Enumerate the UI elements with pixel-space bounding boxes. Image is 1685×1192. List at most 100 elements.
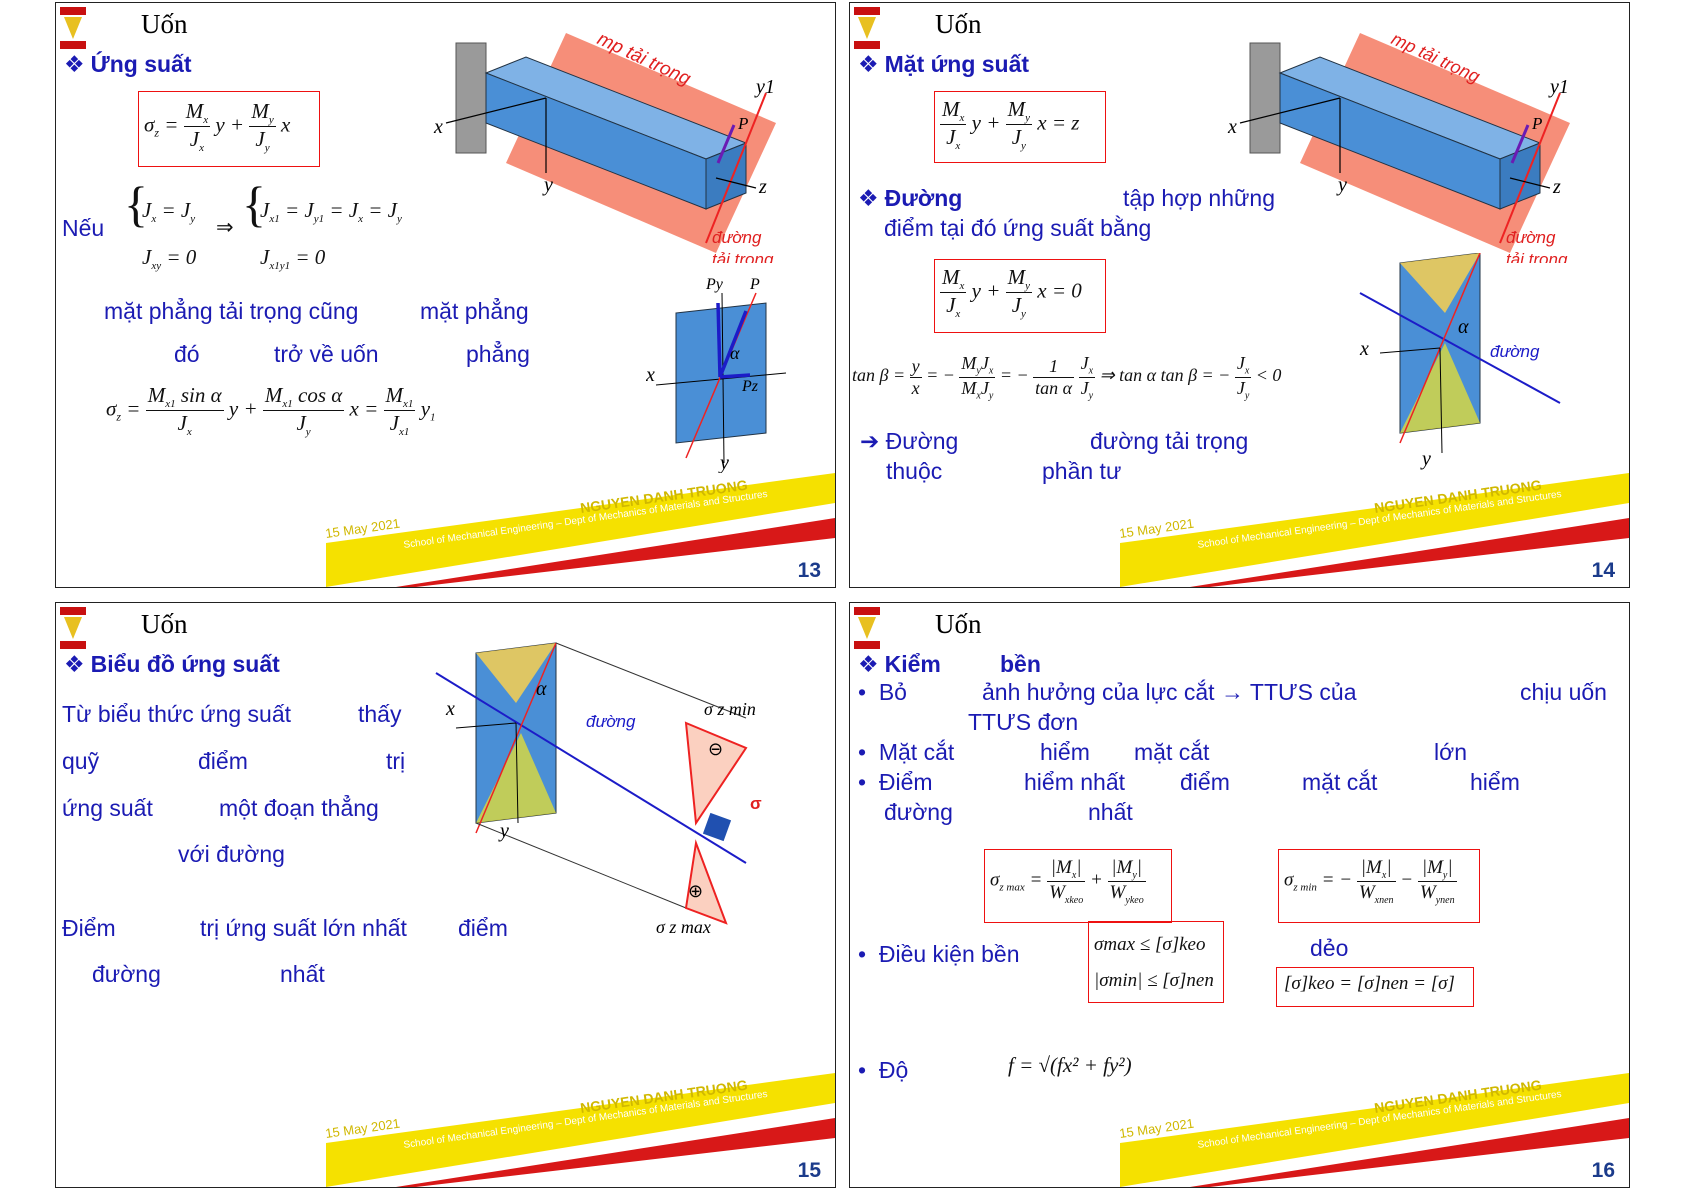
text-line-2c: phẳng bbox=[466, 341, 530, 367]
text-l5a: Điểm bbox=[62, 915, 116, 941]
text-l5b: trị ứng suất lớn nhất bbox=[200, 915, 407, 941]
section-pz-label: Pz bbox=[741, 378, 759, 395]
slide-number: 16 bbox=[1591, 1159, 1615, 1182]
section-heading: ❖Biểu đồ ứng suất bbox=[64, 651, 280, 677]
load-line-label-1: đường bbox=[1506, 228, 1556, 247]
load-line bbox=[705, 92, 767, 244]
sigma-max-formula: σz max = |Mx|Wxkeo + |My|Wykeo bbox=[990, 857, 1146, 906]
text-line-2b: trở về uốn bbox=[274, 341, 379, 367]
force-p-label: P bbox=[1531, 114, 1542, 133]
section-x-label: x bbox=[646, 364, 655, 386]
section-x-label: x bbox=[1359, 338, 1369, 360]
footer-date: 15 May 2021 bbox=[324, 516, 401, 541]
sigma-min-formula: σz min = − |Mx|Wxnen − |My|Wynen bbox=[1284, 857, 1457, 906]
right-arrow-icon: ➔ bbox=[860, 428, 886, 454]
section-p-label: P bbox=[749, 276, 760, 293]
bullet-2d: lớn bbox=[1434, 739, 1467, 765]
university-logo bbox=[852, 5, 882, 51]
bullet-1: • Bỏ bbox=[858, 679, 907, 705]
footer-red-band bbox=[1190, 518, 1629, 587]
implies-arrow: ⇒ bbox=[216, 215, 234, 239]
beam-end bbox=[705, 142, 747, 210]
ductile-label: dẻo bbox=[1310, 935, 1349, 961]
stress-formula-box bbox=[138, 91, 320, 167]
load-line bbox=[1499, 92, 1561, 244]
text-l2a: quỹ bbox=[62, 748, 100, 774]
diamond-bullet-icon: ❖ bbox=[858, 185, 879, 211]
ductile-equality-box bbox=[1276, 967, 1474, 1007]
stress-surface-figure: x y α đường bbox=[1359, 253, 1561, 470]
force-p-label: P bbox=[737, 114, 748, 133]
slide-number: 14 bbox=[1591, 559, 1615, 582]
footer-red-band bbox=[1190, 1118, 1629, 1187]
condition-tension: σmax ≤ [σ]keo bbox=[1094, 934, 1206, 955]
x-axis bbox=[445, 97, 547, 124]
footer-school: School of Mechanical Engineering – Dept … bbox=[403, 489, 768, 551]
footer-yellow-band bbox=[1120, 1073, 1629, 1187]
footer-author: NGUYEN DANH TRUONG bbox=[1373, 477, 1542, 516]
load-line-label-2: tải trọng bbox=[712, 250, 774, 263]
section-heading: ❖Mặt ứng suất bbox=[858, 51, 1030, 77]
condition-result: { Jx1 = Jy1 = Jx = Jy Jx1y1 = 0 bbox=[242, 176, 402, 273]
section-x-axis bbox=[455, 722, 517, 729]
x-axis bbox=[1239, 97, 1341, 124]
sigma-max-box bbox=[984, 849, 1172, 923]
section-y-label: y bbox=[718, 452, 729, 473]
projection-line-bottom bbox=[475, 822, 687, 909]
sigma-label: σ bbox=[750, 794, 762, 813]
section-y-axis bbox=[515, 722, 519, 824]
neutral-formula-box bbox=[934, 259, 1106, 333]
footer-red-band bbox=[396, 518, 835, 587]
plus-sign-icon: ⊕ bbox=[688, 881, 703, 902]
section-heading-2: ❖Đường bbox=[858, 185, 963, 211]
z-axis bbox=[715, 177, 757, 189]
stress-diagram-figure: x y α đường σ z min σ z max σ ⊖ ⊕ bbox=[435, 642, 762, 937]
alpha-label: α bbox=[1458, 316, 1469, 338]
section-alpha-label: α bbox=[730, 343, 740, 363]
slide-title: Uốn bbox=[141, 609, 188, 639]
section-y-label: y bbox=[1420, 448, 1431, 470]
axis-y1-label: y1 bbox=[754, 76, 775, 98]
neutral-line bbox=[435, 672, 747, 864]
bullet-3b: hiểm nhất bbox=[1024, 769, 1126, 795]
text-l6a: đường bbox=[92, 961, 161, 987]
diamond-bullet-icon: ❖ bbox=[858, 51, 879, 77]
text-l6b: nhất bbox=[280, 961, 325, 987]
sigma-max-label: σ z max bbox=[656, 917, 711, 937]
section-heading: ❖Kiểm bbox=[858, 651, 941, 677]
bullet-dieu-kien: • Điều kiện bền bbox=[858, 941, 1020, 967]
section-x-label: x bbox=[445, 698, 455, 720]
axis-x-label: x bbox=[433, 116, 443, 138]
text-l3a: ứng suất bbox=[62, 795, 153, 821]
axis-y-label: y bbox=[1336, 174, 1347, 196]
diamond-bullet-icon: ❖ bbox=[64, 51, 85, 77]
slide-title: Uốn bbox=[141, 9, 188, 39]
bullet-1c: chịu uốn bbox=[1520, 679, 1607, 705]
condition-compression: |σmin| ≤ [σ]nen bbox=[1094, 970, 1214, 991]
bullet-2b: hiểm bbox=[1040, 739, 1090, 765]
university-logo bbox=[58, 605, 88, 651]
text-line-1: tập hợp những bbox=[1123, 185, 1275, 211]
text-line-2: điểm tại đó ứng suất bằng bbox=[884, 215, 1152, 241]
footer-date: 15 May 2021 bbox=[324, 1116, 401, 1141]
beam-end bbox=[1499, 142, 1541, 210]
bullet-3e: hiểm bbox=[1470, 769, 1520, 795]
bullet-deflection: • Độ bbox=[858, 1057, 909, 1083]
neutral-line bbox=[1359, 292, 1561, 404]
stress-surface-bottom bbox=[1400, 343, 1480, 433]
section-y-axis bbox=[1439, 347, 1443, 454]
neutral-line-label: đường bbox=[1490, 342, 1540, 361]
footer-author: NGUYEN DANH TRUONG bbox=[1373, 1077, 1542, 1116]
slide-number: 15 bbox=[797, 1159, 821, 1182]
bullet-2: • Mặt cắt bbox=[858, 739, 955, 765]
deflection-formula: f = √(fx² + fy²) bbox=[1008, 1053, 1132, 1077]
slide-15: Uốn ❖Biểu đồ ứng suất Từ biểu thức ứng s… bbox=[55, 602, 836, 1188]
section-heading-b: bền bbox=[1000, 651, 1041, 677]
z-axis bbox=[1509, 177, 1551, 189]
axis-z-label: z bbox=[758, 176, 767, 198]
footer-date: 15 May 2021 bbox=[1118, 1116, 1195, 1141]
